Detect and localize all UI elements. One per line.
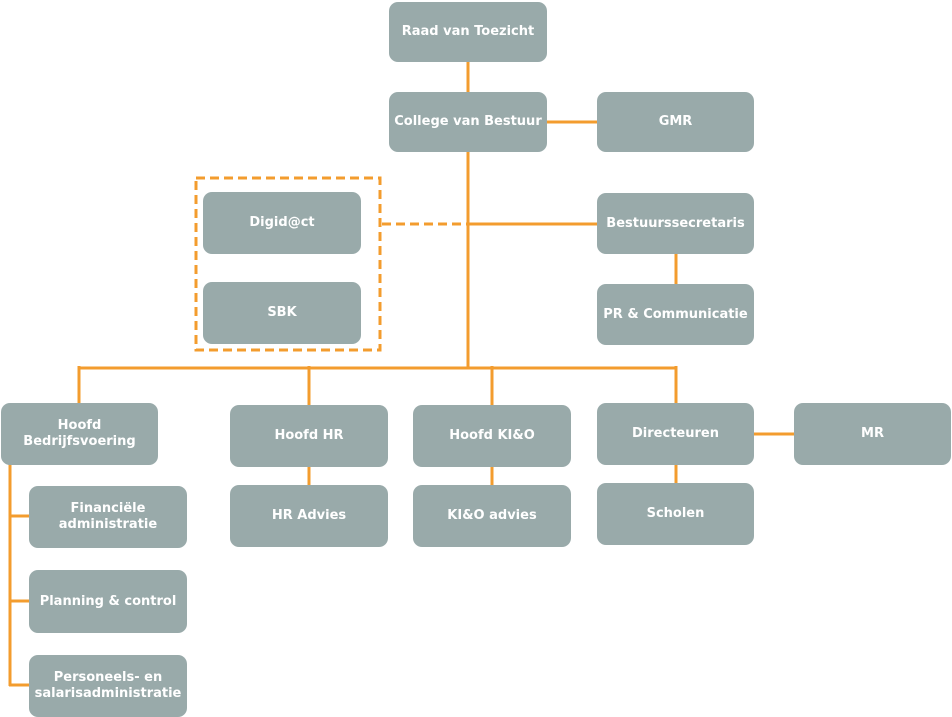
node-personeels-salarisadministratie: Personeels- en salarisadministratie [29, 655, 187, 717]
node-raad-van-toezicht: Raad van Toezicht [389, 2, 547, 62]
node-mr: MR [794, 403, 951, 465]
node-scholen: Scholen [597, 483, 754, 545]
node-pr-communicatie: PR & Communicatie [597, 284, 754, 345]
node-kio-advies: KI&O advies [413, 485, 571, 547]
node-planning-control: Planning & control [29, 570, 187, 633]
node-bestuurssecretaris: Bestuurssecretaris [597, 193, 754, 254]
node-sbk: SBK [203, 282, 361, 344]
dashed-group-box [194, 176, 382, 352]
node-hoofd-kio: Hoofd KI&O [413, 405, 571, 467]
node-digidact: Digid@ct [203, 192, 361, 254]
node-hoofd-bedrijfsvoering: Hoofd Bedrijfsvoering [1, 403, 158, 465]
node-financiele-administratie: Financiële administratie [29, 486, 187, 548]
node-college-van-bestuur: College van Bestuur [389, 92, 547, 152]
node-gmr: GMR [597, 92, 754, 152]
node-hoofd-hr: Hoofd HR [230, 405, 388, 467]
node-directeuren: Directeuren [597, 403, 754, 465]
node-hr-advies: HR Advies [230, 485, 388, 547]
